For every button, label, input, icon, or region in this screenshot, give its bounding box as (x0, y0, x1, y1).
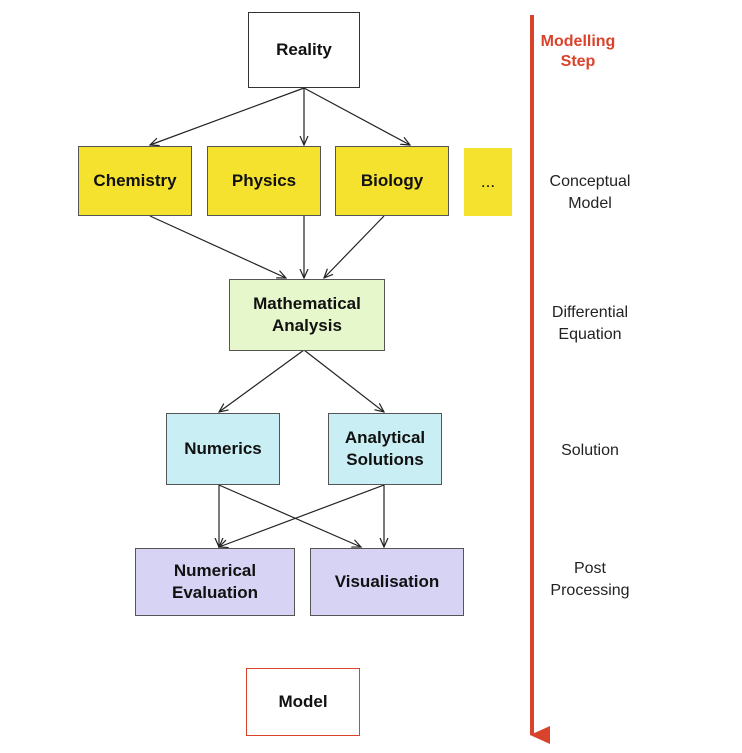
arrow-math-analytical (303, 349, 384, 412)
node-more: ... (464, 148, 512, 216)
step-conceptual-model: Conceptual Model (549, 173, 631, 212)
arrow-biology-math (324, 215, 385, 278)
node-chemistry: Chemistry (78, 146, 192, 216)
step-solution: Solution (561, 442, 619, 459)
node-biology: Biology (335, 146, 449, 216)
node-numerical-evaluation: Numerical Evaluation (135, 548, 295, 616)
node-physics: Physics (207, 146, 321, 216)
node-analytical-solutions: Analytical Solutions (328, 413, 442, 485)
node-model: Model (246, 668, 360, 736)
node-mathematical-analysis: Mathematical Analysis (229, 279, 385, 351)
arrow-numerics-visualisation (218, 484, 361, 547)
step-post-processing: Post Processing (550, 560, 630, 599)
node-reality: Reality (248, 12, 360, 88)
arrow-reality-biology (303, 87, 410, 145)
node-numerics: Numerics (166, 413, 280, 485)
arrow-math-numerics (219, 349, 305, 412)
arrow-reality-chemistry (150, 87, 305, 145)
step-differential-equation: Differential Equation (551, 304, 629, 343)
modelling-step-title: Modelling Step (540, 33, 616, 70)
arrow-analytical-numerical-eval (219, 484, 385, 547)
arrow-chemistry-math (149, 215, 286, 278)
node-visualisation: Visualisation (310, 548, 464, 616)
